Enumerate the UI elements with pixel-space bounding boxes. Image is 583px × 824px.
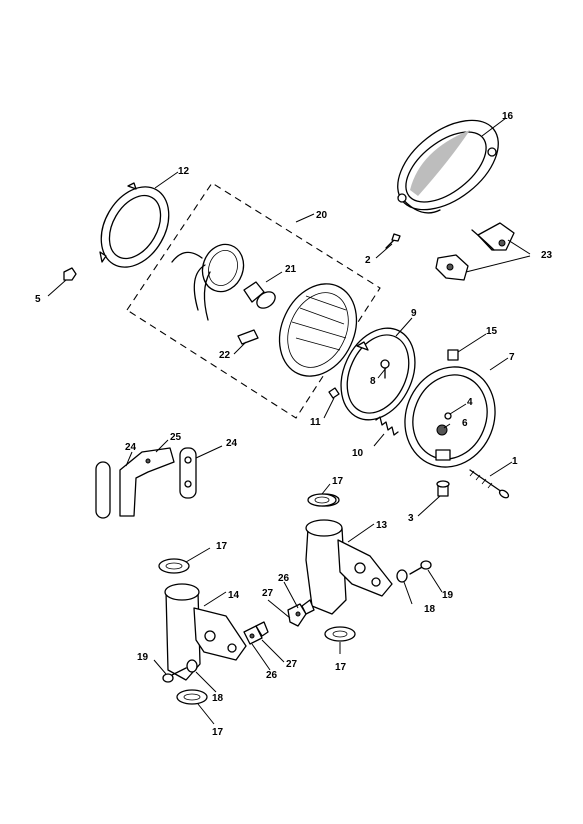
callout-1: 1 — [512, 456, 518, 467]
callout-17-lower-left: 17 — [212, 727, 224, 738]
part-ring-screw — [380, 359, 390, 379]
callout-8: 8 — [370, 376, 376, 387]
part-cap — [447, 349, 459, 361]
callout-13: 13 — [376, 520, 388, 531]
part-fork-bracket-left — [164, 583, 247, 681]
callout-17-lower-right: 17 — [335, 662, 347, 673]
callout-26-upper: 26 — [278, 573, 290, 584]
callout-labels: 16 12 20 23 2 21 5 9 15 22 7 8 4 6 11 24… — [35, 111, 553, 738]
leader-lines — [47, 117, 531, 725]
part-clip-upper — [287, 599, 315, 627]
part-adjuster-nut — [328, 387, 340, 399]
part-long-bolt — [469, 469, 510, 499]
callout-19-left: 19 — [137, 652, 149, 663]
callout-7: 7 — [509, 352, 515, 363]
callout-24-left: 24 — [125, 442, 137, 453]
part-spring — [375, 416, 399, 436]
callout-27-lower: 27 — [286, 659, 298, 670]
part-grommet-lower-left — [176, 689, 208, 705]
callout-4: 4 — [467, 397, 473, 408]
part-fork-bracket-right — [305, 493, 393, 615]
part-bolt-left — [162, 667, 187, 683]
callout-16: 16 — [502, 111, 514, 122]
part-pad-right — [179, 447, 197, 499]
part-grommet-upper-right — [307, 493, 337, 507]
callout-25: 25 — [170, 432, 182, 443]
part-clip-lower — [243, 621, 269, 645]
part-pad-left — [95, 461, 111, 519]
part-small-screw — [385, 233, 401, 249]
callout-18-right: 18 — [424, 604, 436, 615]
callout-17-upper-right: 17 — [332, 476, 344, 487]
part-sidelight-bulb — [237, 329, 259, 345]
part-washer-right — [396, 569, 408, 583]
part-bolt-right — [409, 560, 432, 575]
callout-17-upper-left: 17 — [216, 541, 228, 552]
callout-6: 6 — [462, 418, 468, 429]
callout-21: 21 — [285, 264, 297, 275]
part-assembly-outline — [126, 182, 381, 419]
part-grommet-upper-left — [158, 558, 190, 574]
part-rim-ring — [99, 182, 170, 268]
part-headlamp-shell — [397, 119, 499, 214]
part-small-nut — [63, 267, 77, 281]
part-bolt — [436, 480, 450, 497]
part-bulb-holder — [171, 243, 245, 321]
callout-18-left: 18 — [212, 693, 224, 704]
part-lens-unit — [278, 283, 358, 377]
part-retaining-ring — [340, 327, 416, 421]
callout-12: 12 — [178, 166, 190, 177]
callout-3: 3 — [408, 513, 414, 524]
callout-22: 22 — [219, 350, 231, 361]
callout-2: 2 — [365, 255, 371, 266]
callout-27-upper: 27 — [262, 588, 274, 599]
callout-19-right: 19 — [442, 590, 454, 601]
part-grommet-lower-right — [324, 626, 356, 642]
callout-10: 10 — [352, 448, 364, 459]
callout-5: 5 — [35, 294, 41, 305]
callout-26-lower: 26 — [266, 670, 278, 681]
callout-15: 15 — [486, 326, 498, 337]
callout-20: 20 — [316, 210, 328, 221]
part-mounting-clips — [435, 222, 515, 281]
part-bracket — [119, 447, 175, 517]
part-washer-left — [186, 659, 198, 673]
part-bulb — [243, 281, 276, 309]
callout-9: 9 — [411, 308, 417, 319]
callout-24-right: 24 — [226, 438, 238, 449]
callout-14: 14 — [228, 590, 240, 601]
part-headlamp-body — [404, 366, 496, 468]
callout-23: 23 — [541, 250, 553, 261]
callout-11: 11 — [310, 417, 321, 428]
